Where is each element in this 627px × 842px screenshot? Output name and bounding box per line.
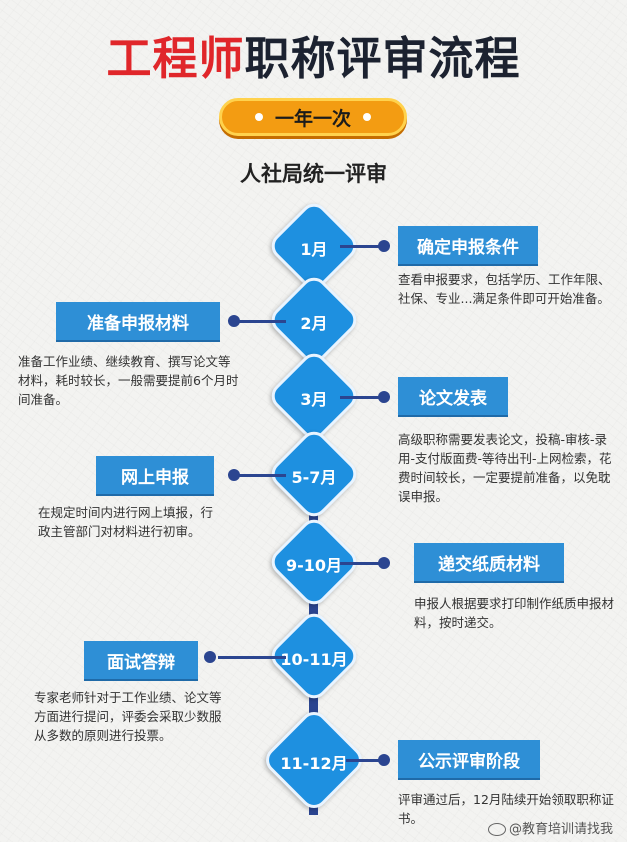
step-heading-6: 面试答辩 — [84, 641, 198, 679]
connector-dot-1 — [378, 240, 390, 252]
node-month-4: 5-7月 — [291, 468, 337, 487]
title-rest: 职称评审流程 — [244, 32, 521, 85]
connector-1 — [340, 245, 382, 248]
page-title: 工程师职称评审流程 — [0, 22, 627, 87]
connector-6 — [218, 656, 286, 659]
connector-dot-7 — [378, 754, 390, 766]
connector-4 — [238, 474, 286, 477]
node-month-6: 10-11月 — [280, 650, 348, 669]
step-heading-3: 论文发表 — [398, 377, 508, 415]
weibo-icon — [488, 823, 506, 836]
connector-dot-2 — [228, 315, 240, 327]
step-desc-5: 申报人根据要求打印制作纸质申报材料，按时递交。 — [414, 596, 615, 630]
badge-label: 一年一次 — [274, 107, 351, 130]
node-month-2: 2月 — [300, 314, 328, 333]
connector-dot-3 — [378, 391, 390, 403]
node-month-1: 1月 — [300, 240, 328, 259]
node-month-7: 11-12月 — [280, 754, 348, 773]
step-heading-1: 确定申报条件 — [398, 226, 538, 264]
step-heading-4: 网上申报 — [96, 456, 214, 494]
badge-dot-left — [254, 113, 263, 121]
connector-5 — [340, 562, 382, 565]
connector-7 — [346, 759, 382, 762]
watermark: @教育培训请找我 — [488, 818, 613, 837]
node-month-5: 9-10月 — [285, 556, 343, 575]
node-month-3: 3月 — [300, 390, 328, 409]
connector-2 — [238, 320, 286, 323]
step-desc-6: 专家老师针对于工作业绩、论文等方面进行提问，评委会采取少数服从多数的原则进行投票… — [34, 690, 222, 743]
step-desc-3: 高级职称需要发表论文，投稿-审核-录用-支付版面费-等待出刊-上网检索，花费时间… — [398, 432, 612, 504]
step-desc-4: 在规定时间内进行网上填报，行政主管部门对材料进行初审。 — [38, 505, 214, 539]
step-desc-7: 评审通过后，12月陆续开始领取职称证书。 — [398, 792, 614, 826]
step-desc-1: 查看申报要求，包括学历、工作年限、社保、专业...满足条件即可开始准备。 — [398, 272, 611, 306]
step-heading-2: 准备申报材料 — [56, 302, 220, 340]
step-heading-5: 递交纸质材料 — [414, 543, 564, 581]
connector-3 — [340, 396, 382, 399]
connector-dot-6 — [204, 651, 216, 663]
watermark-text: @教育培训请找我 — [509, 822, 614, 837]
connector-dot-5 — [378, 557, 390, 569]
frequency-badge: 一年一次 — [219, 98, 407, 136]
subtitle: 人社局统一评审 — [240, 162, 387, 186]
step-heading-7: 公示评审阶段 — [398, 740, 540, 778]
connector-dot-4 — [228, 469, 240, 481]
step-desc-2: 准备工作业绩、继续教育、撰写论文等材料，耗时较长，一般需要提前6个月时间准备。 — [18, 354, 239, 407]
badge-dot-right — [363, 113, 371, 121]
title-highlight: 工程师 — [106, 32, 245, 85]
